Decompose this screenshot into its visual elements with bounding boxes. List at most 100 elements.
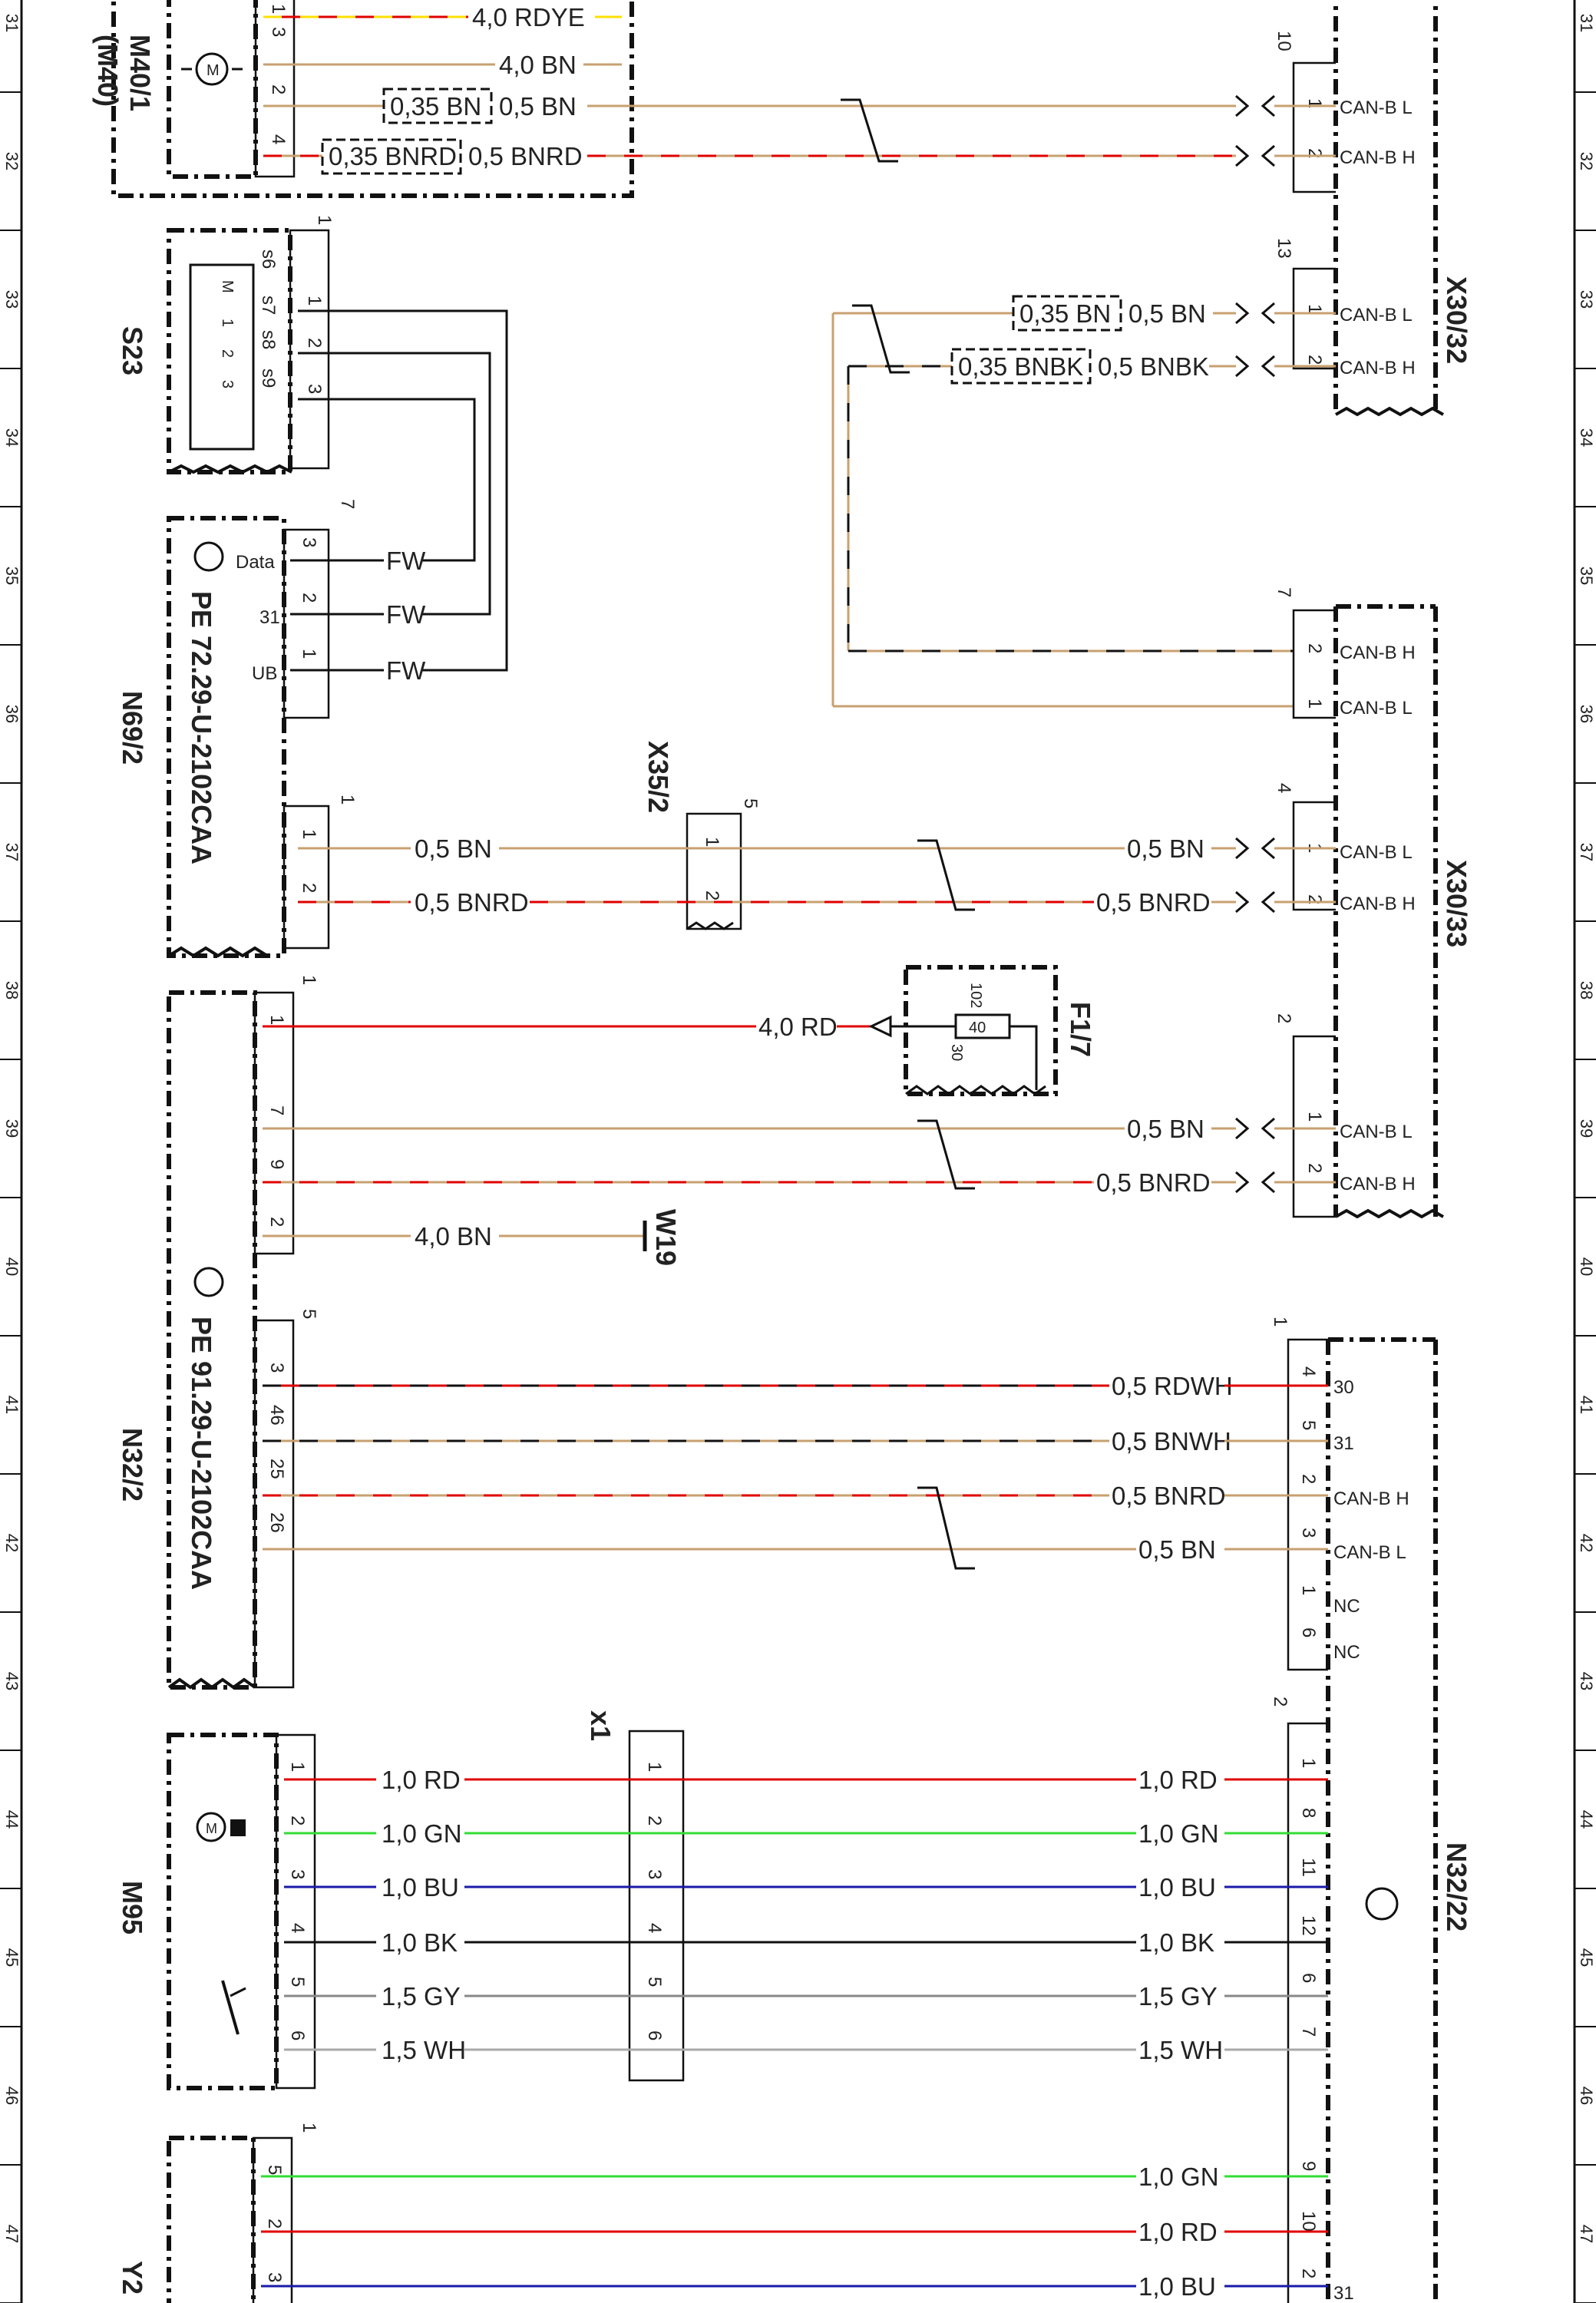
svg-text:46: 46 [266,1405,287,1426]
component-n3222: N32/22 1 4 5 2 3 1 6 30 31 CAN-B H CAN-B… [1270,1317,1472,2303]
svg-text:10: 10 [1298,2211,1319,2232]
m95-wires: 1,0 RD 1,0 RD 1,0 GN 1,0 GN 1,0 BU 1,0 B… [284,1766,1328,2064]
wire-label: 0,5 BN [1128,299,1206,328]
ruler-number: 37 [1577,843,1596,861]
ruler-number: 37 [2,843,21,861]
svg-text:7: 7 [337,499,358,509]
ruler-number: 33 [2,290,21,309]
svg-text:5: 5 [644,1977,665,1987]
ruler-number: 38 [1577,981,1596,1000]
n32-upper-wires: 4,0 RD 0,5 BN 0,5 BNRD 4,0 BN W19 [263,1013,1236,1266]
wire-label: 0,5 BNRD [1096,888,1211,917]
component-x1: x1 1 2 3 4 5 6 [585,1710,685,2082]
svg-text:M: M [219,280,236,293]
ruler-number: 44 [1577,1810,1596,1829]
pin-label: CAN-B L [1340,1122,1413,1142]
transistor-icon [193,541,224,572]
svg-text:4: 4 [268,134,289,144]
wire-label: 1,0 BK [1138,1928,1214,1957]
svg-text:2: 2 [1298,1474,1319,1484]
x1-label: x1 [585,1710,616,1741]
switch-icon [221,1980,240,2035]
svg-text:40: 40 [969,1019,986,1036]
ruler-number: 40 [2,1257,21,1276]
pin-label: CAN-B L [1340,97,1413,118]
svg-text:2: 2 [266,1217,287,1227]
svg-text:7: 7 [1274,587,1294,597]
svg-text:5: 5 [1298,1420,1319,1430]
pin-label: CAN-B L [1340,698,1413,719]
wire-label: 0,35 BN [390,92,481,121]
svg-text:2: 2 [1270,1697,1290,1707]
svg-text:M: M [207,62,220,79]
pin-label: CAN-B L [1340,842,1413,863]
n32-label: N32/2 [117,1428,148,1502]
svg-text:2: 2 [299,883,319,893]
wire-label: 0,5 BNBK [1098,352,1209,381]
svg-text:2: 2 [268,84,289,94]
wire-label: 0,5 RDWH [1112,1372,1233,1400]
svg-text:M: M [206,1821,217,1836]
wire-label: 1,0 BK [382,1928,458,1957]
ruler-number: 31 [1577,14,1596,32]
component-x35: 5 1 2 X35/2 [643,741,761,930]
component-x3033: X30/33 7 2 1 CAN-B H CAN-B L 4 1 2 CAN-B… [1235,587,1472,1219]
svg-text:1: 1 [1304,304,1325,314]
svg-text:2: 2 [219,349,236,358]
svg-text:30: 30 [1333,1377,1354,1398]
wire-label: 1,5 WH [1138,2036,1223,2064]
wire-label: 0,5 BN [415,834,492,863]
svg-text:2: 2 [1298,2268,1319,2278]
wire-label: 4,0 BN [499,51,577,79]
svg-text:3: 3 [299,537,319,547]
svg-text:3: 3 [1298,1528,1319,1538]
ruler-number: 40 [1577,1257,1596,1276]
pin-label: CAN-B H [1340,358,1416,378]
pin-label: CAN-B L [1333,1542,1406,1563]
wire-label: 4,0 RDYE [472,3,585,31]
wire-label: FW [386,656,426,685]
svg-text:s8: s8 [258,330,279,349]
svg-text:9: 9 [266,1159,287,1169]
ruler-number: 43 [1577,1672,1596,1690]
svg-text:1: 1 [1304,1112,1325,1122]
pin-label: CAN-B H [1340,643,1416,663]
svg-text:4: 4 [287,1923,308,1933]
wire-label: 0,35 BNRD [329,142,457,170]
ruler-number: 41 [1577,1396,1596,1414]
svg-text:31: 31 [259,607,280,628]
svg-text:3: 3 [266,1363,287,1373]
svg-text:25: 25 [266,1459,287,1479]
w19-label: W19 [650,1209,682,1266]
svg-text:6: 6 [1298,1973,1319,1983]
x35-label: X35/2 [643,741,674,813]
component-x3032: X30/32 10 1 2 CAN-B L CAN-B H 13 1 2 CAN… [1235,0,1472,417]
svg-text:NC: NC [1333,1596,1360,1617]
svg-text:1: 1 [1270,1317,1290,1327]
wire-label: 1,0 GN [1138,2163,1219,2191]
wire-label: 1,0 BU [1138,1873,1216,1902]
ruler-number: 39 [1577,1119,1596,1138]
ruler-number: 42 [2,1534,21,1552]
svg-text:2: 2 [1304,355,1325,365]
svg-text:5: 5 [287,1977,308,1987]
component-n32: PE 91.29-U-2102CAA N32/2 1 1 7 9 2 5 3 4… [117,975,319,1690]
wire-label: 0,5 BN [1138,1535,1216,1564]
svg-text:31: 31 [1333,1433,1354,1454]
svg-text:1: 1 [1298,1758,1319,1768]
svg-text:1: 1 [299,2123,319,2133]
component-n69: 7 3 2 1 Data 31 UB PE 72.29-U-2102CAA N6… [117,499,358,958]
svg-text:1: 1 [219,319,236,327]
f17-label: F1/7 [1065,1002,1096,1057]
svg-text:6: 6 [1298,1627,1319,1637]
wire-label: 0,5 BNWH [1112,1427,1231,1455]
y2-wires: 1,0 GN 1,0 RD 1,0 BU [261,2163,1328,2301]
svg-text:1: 1 [299,649,319,659]
motor-icon [196,1812,226,1842]
svg-text:1: 1 [266,1015,287,1025]
ruler-number: 46 [2,2087,21,2105]
wire-label: FW [386,600,426,629]
ruler-number: 45 [2,1948,21,1967]
